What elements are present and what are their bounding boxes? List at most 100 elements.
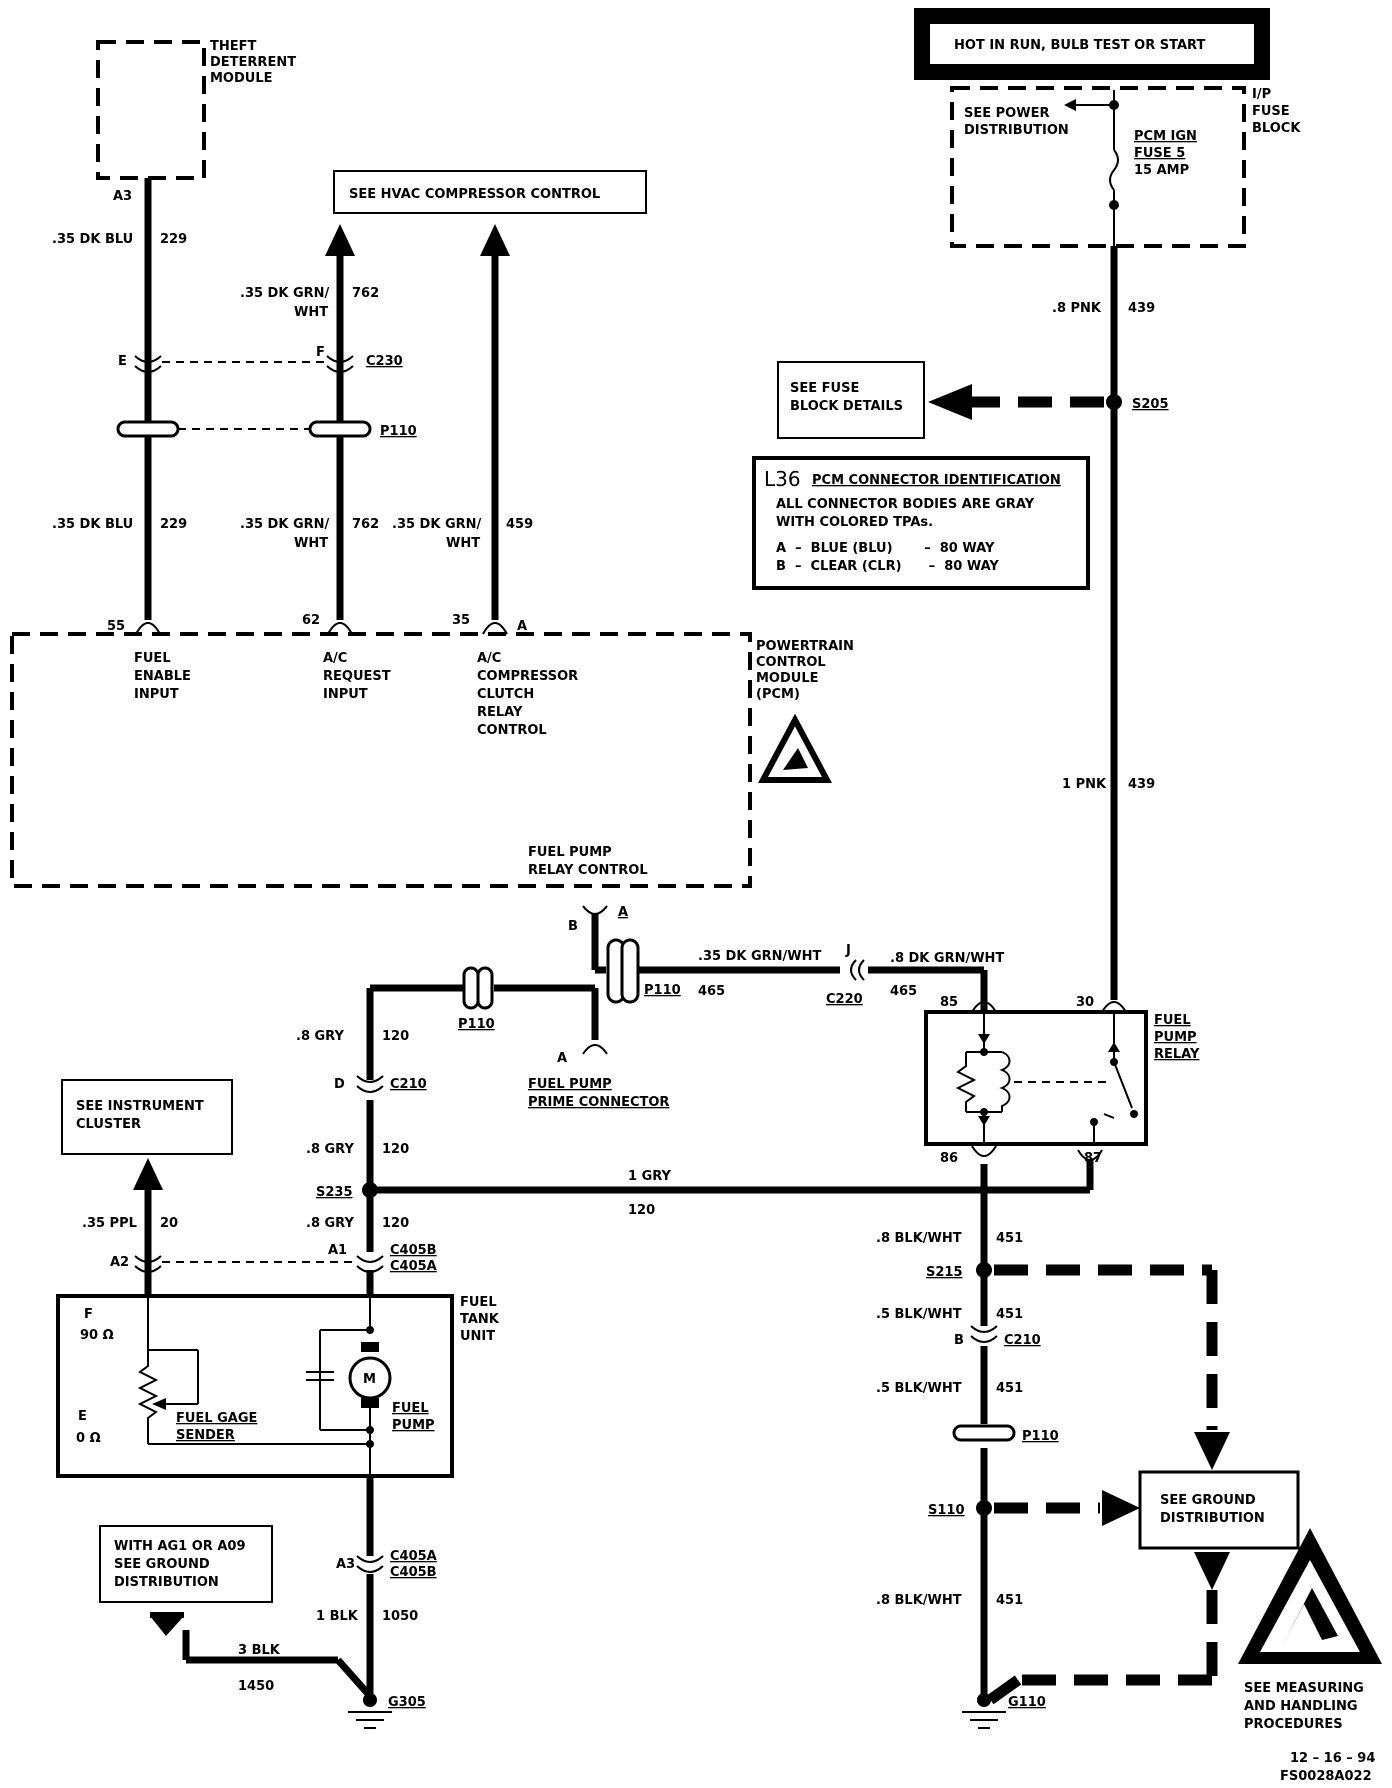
svg-text:WHT: WHT	[294, 305, 328, 320]
svg-text:3 BLK: 3 BLK	[238, 1643, 281, 1658]
svg-text:0 Ω: 0 Ω	[76, 1431, 101, 1446]
svg-text:CLUTCH: CLUTCH	[477, 687, 534, 702]
wire-20: .35 PPL 20	[82, 1158, 178, 1296]
wire-120: .8 GRY 120 .8 GRY 120 .8 GRY 120	[296, 984, 599, 1296]
svg-text:62: 62	[302, 613, 320, 628]
svg-text:WHT: WHT	[294, 536, 328, 551]
svg-text:SEE POWER: SEE POWER	[964, 106, 1049, 121]
svg-text:.35 DK GRN/WHT: .35 DK GRN/WHT	[698, 949, 821, 964]
svg-text:451: 451	[996, 1593, 1023, 1608]
svg-text:.35 DK GRN/: .35 DK GRN/	[392, 517, 482, 532]
svg-text:1 GRY: 1 GRY	[628, 1169, 672, 1184]
svg-text:S205: S205	[1132, 397, 1169, 412]
wire-439: .8 PNK 439 1 PNK 439	[1052, 246, 1155, 1000]
svg-text:90 Ω: 90 Ω	[80, 1328, 114, 1343]
svg-text:SEE GROUND: SEE GROUND	[114, 1557, 210, 1572]
svg-text:B – CLEAR (CLR) – 80 W: B – CLEAR (CLR) – 80 WAY	[776, 559, 999, 574]
svg-text:120: 120	[382, 1216, 409, 1231]
svg-text:L36: L36	[764, 467, 801, 491]
svg-text:A3: A3	[336, 1557, 355, 1572]
svg-text:COMPRESSOR: COMPRESSOR	[477, 669, 578, 684]
svg-text:A3: A3	[113, 189, 132, 204]
svg-text:PUMP: PUMP	[1154, 1030, 1197, 1045]
svg-text:DISTRIBUTION: DISTRIBUTION	[964, 123, 1069, 138]
svg-text:.8 BLK/WHT: .8 BLK/WHT	[876, 1231, 962, 1246]
hot-in-run-banner: HOT IN RUN, BULB TEST OR START	[914, 8, 1270, 80]
svg-text:DETERRENT: DETERRENT	[210, 55, 296, 70]
svg-text:THEFT: THEFT	[210, 39, 257, 54]
svg-text:S235: S235	[316, 1185, 353, 1200]
svg-text:RELAY CONTROL: RELAY CONTROL	[528, 863, 648, 878]
ground-g305: G305	[348, 1693, 426, 1729]
fuel-pump-motor: M FUEL PUMP	[306, 1296, 435, 1476]
svg-text:HOT IN RUN, BULB TEST OR START: HOT IN RUN, BULB TEST OR START	[954, 38, 1205, 53]
svg-text:465: 465	[890, 984, 917, 999]
ip-fuse-block: I/P FUSE BLOCK SEE POWER DISTRIBUTION PC…	[950, 86, 1301, 248]
svg-text:FUEL: FUEL	[1154, 1013, 1191, 1028]
svg-text:FUEL GAGE: FUEL GAGE	[176, 1411, 257, 1426]
svg-text:I/P: I/P	[1252, 87, 1271, 102]
connector-p110-left: P110	[458, 966, 495, 1032]
svg-text:PROCEDURES: PROCEDURES	[1244, 1717, 1343, 1732]
svg-text:A/C: A/C	[323, 651, 347, 666]
svg-text:.8 GRY: .8 GRY	[306, 1142, 354, 1157]
connector-p110-mid: P110	[952, 1424, 1059, 1444]
svg-text:30: 30	[1076, 995, 1094, 1010]
ground-distribution-left-box: WITH AG1 OR A09 SEE GROUND DISTRIBUTION	[99, 1525, 273, 1603]
svg-text:.35 DK BLU: .35 DK BLU	[52, 232, 133, 247]
svg-text:.8 GRY: .8 GRY	[306, 1216, 354, 1231]
connector-p110-top: P110	[116, 420, 417, 439]
pcm-module: POWERTRAIN CONTROL MODULE (PCM) 55 62 35…	[10, 613, 854, 888]
svg-text:1050: 1050	[382, 1609, 418, 1624]
svg-text:DISTRIBUTION: DISTRIBUTION	[1160, 1511, 1265, 1526]
svg-text:.8 GRY: .8 GRY	[296, 1029, 344, 1044]
svg-text:FUEL PUMP: FUEL PUMP	[528, 1077, 612, 1092]
svg-text:439: 439	[1128, 301, 1155, 316]
svg-text:.8 BLK/WHT: .8 BLK/WHT	[876, 1593, 962, 1608]
theft-deterrent-module: THEFT DETERRENT MODULE A3	[96, 39, 296, 204]
svg-text:S215: S215	[926, 1265, 963, 1280]
ground-distribution-right-box: SEE GROUND DISTRIBUTION	[986, 1470, 1300, 1705]
svg-text:DISTRIBUTION: DISTRIBUTION	[114, 1575, 219, 1590]
svg-text:.35 DK GRN/: .35 DK GRN/	[240, 517, 330, 532]
svg-text:86: 86	[940, 1151, 958, 1166]
svg-text:POWERTRAIN: POWERTRAIN	[756, 639, 854, 654]
svg-text:.5 BLK/WHT: .5 BLK/WHT	[876, 1307, 962, 1322]
splice-s215: S215	[926, 1262, 1230, 1470]
svg-text:C210: C210	[1004, 1333, 1041, 1348]
connector-p110-right: P110	[606, 938, 681, 1004]
connector-c210-left: D C210	[334, 1075, 427, 1093]
svg-text:C405B: C405B	[390, 1565, 437, 1580]
svg-text:(PCM): (PCM)	[756, 687, 800, 702]
svg-text:INPUT: INPUT	[134, 687, 179, 702]
svg-text:.35 DK GRN/: .35 DK GRN/	[240, 286, 330, 301]
svg-text:A: A	[517, 619, 527, 634]
svg-text:P110: P110	[380, 424, 417, 439]
svg-text:A/C: A/C	[477, 651, 501, 666]
svg-text:WITH AG1 OR A09: WITH AG1 OR A09	[114, 1539, 246, 1554]
svg-text:PCM CONNECTOR IDENTIFICATION: PCM CONNECTOR IDENTIFICATION	[812, 473, 1061, 488]
svg-text:1 BLK: 1 BLK	[316, 1609, 359, 1624]
see-instrument-cluster-box: SEE INSTRUMENT CLUSTER	[61, 1079, 233, 1155]
svg-text:TANK: TANK	[460, 1312, 500, 1327]
arrow-up-459	[480, 224, 510, 256]
svg-text:.35 DK BLU: .35 DK BLU	[52, 517, 133, 532]
svg-text:35: 35	[452, 613, 470, 628]
svg-text:465: 465	[698, 984, 725, 999]
svg-text:15 AMP: 15 AMP	[1134, 163, 1189, 178]
svg-text:D: D	[334, 1077, 345, 1092]
svg-text:B: B	[568, 919, 578, 934]
svg-text:1450: 1450	[238, 1679, 274, 1694]
connector-c230: E F C230	[118, 345, 403, 373]
svg-text:ALL CONNECTOR BODIES ARE GRAY: ALL CONNECTOR BODIES ARE GRAY	[776, 497, 1035, 512]
svg-text:459: 459	[506, 517, 533, 532]
svg-text:PCM IGN: PCM IGN	[1134, 129, 1197, 144]
svg-text:762: 762	[352, 517, 379, 532]
wire-459: .35 DK GRN/ WHT 459	[392, 224, 533, 620]
svg-text:A – BLUE (BLU) – 80 W: A – BLUE (BLU) – 80 WAY	[776, 541, 995, 556]
svg-text:.35 PPL: .35 PPL	[82, 1216, 137, 1231]
svg-text:C230: C230	[366, 354, 403, 369]
svg-text:M: M	[363, 1372, 376, 1387]
svg-text:AND HANDLING: AND HANDLING	[1244, 1699, 1358, 1714]
